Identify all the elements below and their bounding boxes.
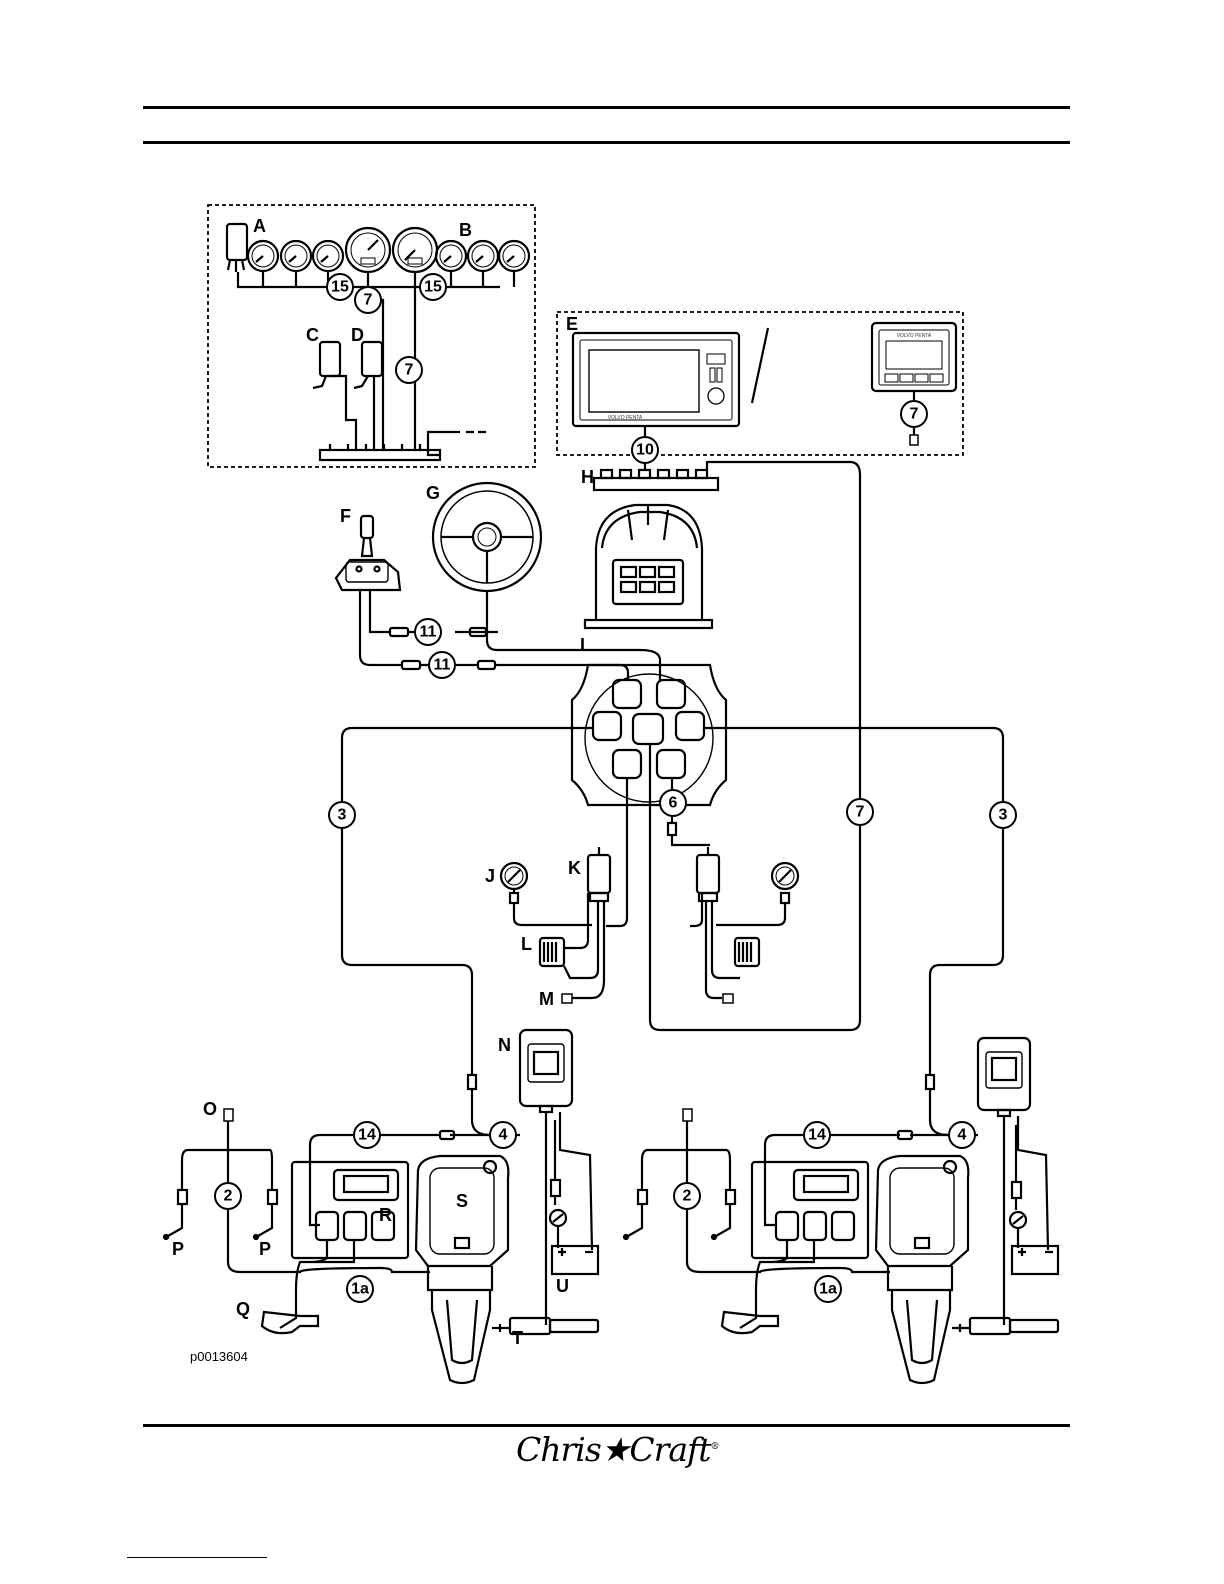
filter-right-icon xyxy=(735,938,759,966)
speedometer-icon xyxy=(393,228,437,272)
battery-u-icon xyxy=(552,1246,598,1274)
label-p-left: P xyxy=(172,1239,184,1259)
hub-h-icon xyxy=(594,470,718,490)
battery-right-icon xyxy=(1012,1246,1058,1274)
cable-15-right: 15 xyxy=(424,279,442,296)
cable-7-top: 7 xyxy=(364,292,373,309)
cable-4-left: 4 xyxy=(499,1127,508,1144)
label-s: S xyxy=(456,1191,468,1211)
label-i: I xyxy=(580,635,585,655)
svg-text:VOLVO PENTA: VOLVO PENTA xyxy=(897,333,932,339)
label-b: B xyxy=(459,220,472,240)
label-m: M xyxy=(539,989,554,1009)
module-c-icon xyxy=(313,342,356,450)
cable-11-bottom: 11 xyxy=(434,657,451,674)
separator-slash xyxy=(752,328,768,403)
display-screen-icon: VOLVO PENTA xyxy=(573,333,739,426)
svg-text:VOLVO PENTA: VOLVO PENTA xyxy=(608,415,643,421)
cable-10: 10 xyxy=(636,442,654,459)
panel-hub-icon xyxy=(320,432,490,460)
cable-1a-right: 1a xyxy=(819,1281,837,1298)
gauge-icon xyxy=(248,241,278,271)
label-l: L xyxy=(521,934,532,954)
engine-interface-n-icon xyxy=(520,1030,572,1112)
engine-right-icon xyxy=(876,1156,968,1383)
cable-14-left: 14 xyxy=(358,1127,376,1144)
gauge-icon xyxy=(499,241,529,271)
cable-7-display: 7 xyxy=(910,406,919,423)
module-d-icon xyxy=(354,342,382,450)
module-k-icon xyxy=(588,847,610,901)
label-e: E xyxy=(566,314,578,334)
cable-4-right: 4 xyxy=(958,1127,967,1144)
label-r: R xyxy=(379,1205,392,1225)
label-d: D xyxy=(351,325,364,345)
brand-logo: Chris★Craft® xyxy=(516,1430,719,1469)
filter-l-icon xyxy=(540,938,564,966)
cable-3-right: 3 xyxy=(999,807,1008,824)
gauge-icon xyxy=(281,241,311,271)
cable-11-top: 11 xyxy=(420,624,437,641)
label-c: C xyxy=(306,325,319,345)
cable-7-mid: 7 xyxy=(405,362,414,379)
ecu-right-icon xyxy=(752,1162,868,1258)
label-q: Q xyxy=(236,1299,250,1319)
engine-interface-right-icon xyxy=(978,1038,1030,1116)
cable-7-right: 7 xyxy=(856,804,865,821)
label-p-right: P xyxy=(259,1239,271,1259)
pressure-gauge-right-icon xyxy=(772,863,798,903)
throttle-lever-icon xyxy=(585,505,712,628)
sensor-module-icon xyxy=(227,224,247,272)
gauge-icon xyxy=(468,241,498,271)
label-t: T xyxy=(512,1328,523,1348)
steering-wheel-icon xyxy=(433,483,541,591)
label-a: A xyxy=(253,216,266,236)
cable-6: 6 xyxy=(669,795,678,812)
instrument-panel-box xyxy=(208,205,535,467)
label-u: U xyxy=(556,1276,569,1296)
cable-2-left: 2 xyxy=(224,1188,233,1205)
cable-2-right: 2 xyxy=(683,1188,692,1205)
module-k-right-icon xyxy=(697,847,719,901)
cable-14-right: 14 xyxy=(808,1127,826,1144)
gauge-icon xyxy=(436,241,466,271)
label-h: H xyxy=(581,467,594,487)
brand-logo-text: Chris★Craft xyxy=(516,1430,711,1469)
figure-id: p0013604 xyxy=(190,1349,248,1364)
joystick-icon xyxy=(336,516,400,590)
tachometer-icon xyxy=(346,228,390,272)
gauge-icon xyxy=(313,241,343,271)
cable-15-left: 15 xyxy=(331,279,349,296)
label-n: N xyxy=(498,1035,511,1055)
label-g: G xyxy=(426,483,440,503)
cable-3-left: 3 xyxy=(338,807,347,824)
label-f: F xyxy=(340,506,351,526)
label-o: O xyxy=(203,1099,217,1119)
registered-mark: ® xyxy=(711,1442,719,1452)
cable-1a-left: 1a xyxy=(351,1281,369,1298)
label-k: K xyxy=(568,858,581,878)
footnote-rule xyxy=(127,1557,267,1558)
pressure-gauge-icon xyxy=(501,863,527,903)
label-j: J xyxy=(485,866,495,886)
footer-rule xyxy=(143,1424,1070,1427)
